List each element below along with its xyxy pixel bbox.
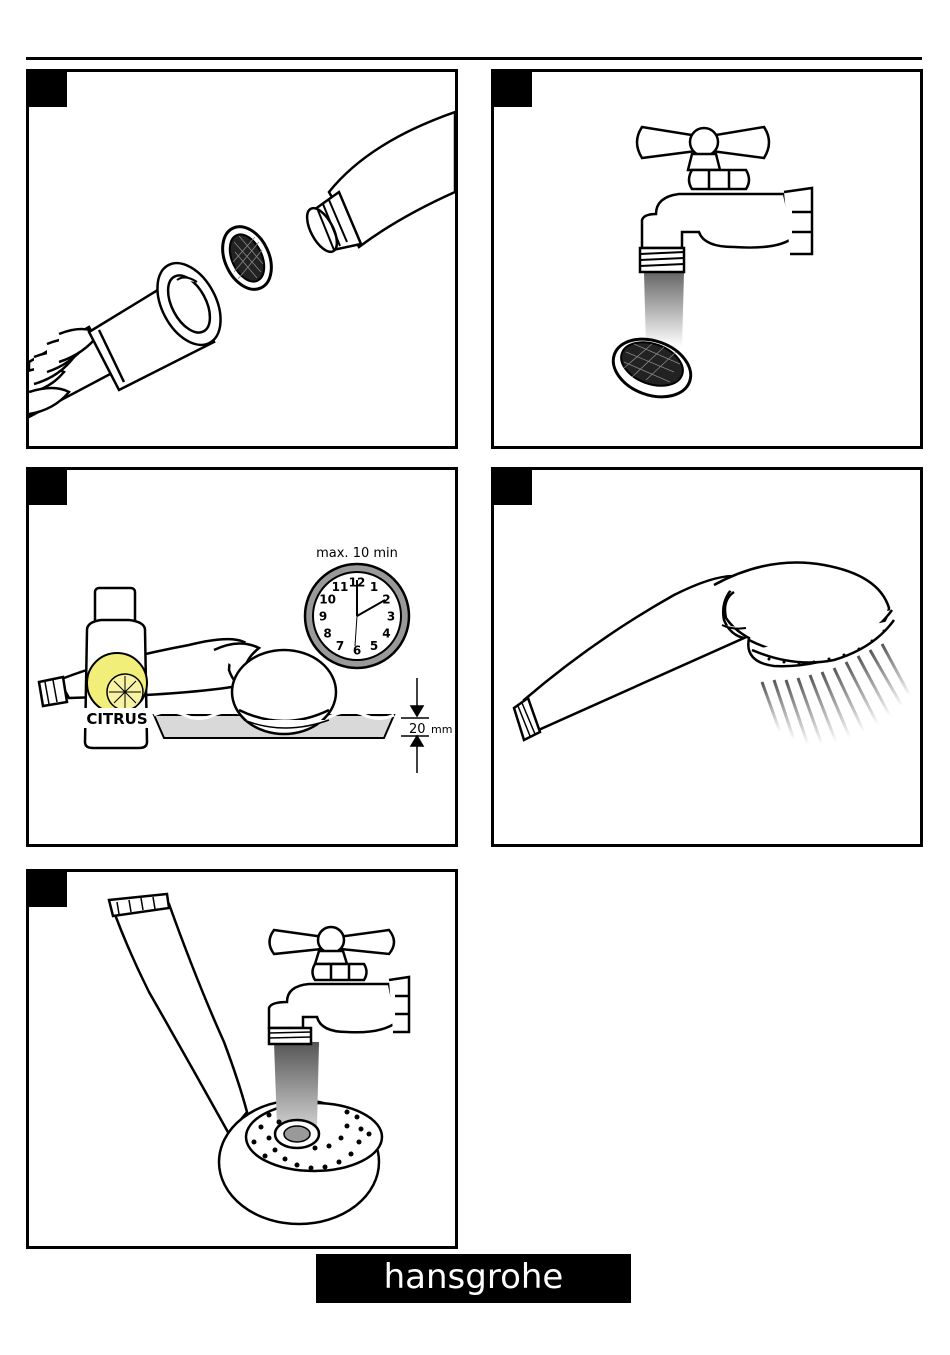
bottle-label: CITRUS	[86, 710, 147, 728]
top-rule	[26, 57, 922, 60]
step-panel-4	[491, 467, 923, 847]
clock-numeral: 3	[387, 610, 395, 624]
shower-rinse-illustration	[29, 872, 455, 1246]
faucet-rinse-illustration	[494, 72, 920, 446]
depth-unit: mm	[431, 723, 452, 736]
clock-numeral: 7	[336, 639, 344, 653]
clock-numeral: 1	[370, 580, 378, 594]
step-panel-5	[26, 869, 458, 1249]
faucet-icon	[637, 127, 812, 272]
timer-label: max. 10 min	[316, 546, 398, 561]
clock-numeral: 6	[353, 644, 361, 658]
faucet-icon	[269, 927, 409, 1044]
clock-numeral: 2	[382, 593, 390, 607]
hand-shower-icon	[514, 563, 894, 741]
clock-numeral: 8	[323, 627, 331, 641]
shower-flush-illustration	[494, 470, 920, 844]
timer-clock-icon: max. 10 min 121234567891011	[305, 546, 409, 668]
step-panel-3: CITRUS max. 10 min 121234567891011 20 mm	[26, 467, 458, 847]
clock-numeral: 4	[382, 627, 390, 641]
step-panel-1	[26, 69, 458, 449]
citrus-bottle-icon: CITRUS	[83, 588, 151, 748]
clock-numeral: 10	[319, 593, 336, 607]
descaling-soak-illustration: CITRUS max. 10 min 121234567891011 20 mm	[29, 470, 455, 844]
step-panel-2	[491, 69, 923, 449]
depth-value: 20	[409, 722, 426, 737]
clock-numeral: 11	[332, 580, 349, 594]
filter-screen-icon	[605, 329, 699, 407]
clock-numeral: 5	[370, 639, 378, 653]
hose-filter-illustration	[29, 72, 455, 446]
clock-numeral: 9	[319, 610, 327, 624]
brand-logo-text: hansgrohe	[384, 1257, 564, 1297]
brand-logo: hansgrohe	[316, 1254, 631, 1303]
filter-screen-icon	[213, 219, 281, 297]
